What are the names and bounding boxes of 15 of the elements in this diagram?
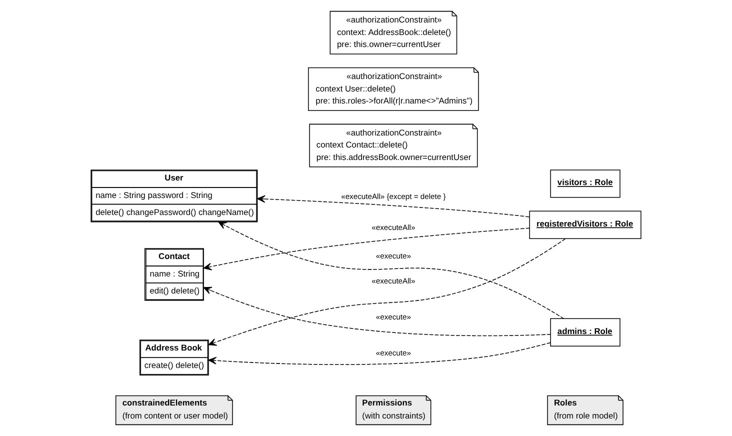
node-box: admins : Role — [550, 318, 620, 347]
arrow — [256, 195, 530, 218]
edge-label: «executeAll» — [372, 223, 416, 232]
edge-label: «execute» — [376, 312, 412, 322]
arrow — [218, 222, 564, 320]
edge-label: «execute» — [376, 251, 412, 260]
edge-label: «executeAll» — [372, 276, 416, 286]
arrow — [203, 228, 530, 270]
arrow — [208, 238, 566, 346]
arrow — [203, 286, 551, 336]
edge-label: «executeAll» {except = delete } — [341, 192, 446, 201]
edge-label: «execute» — [376, 348, 412, 358]
node-box: registeredVisitors : Role — [529, 210, 642, 239]
arrow — [208, 342, 551, 365]
node-box: visitors : Role — [550, 170, 620, 198]
